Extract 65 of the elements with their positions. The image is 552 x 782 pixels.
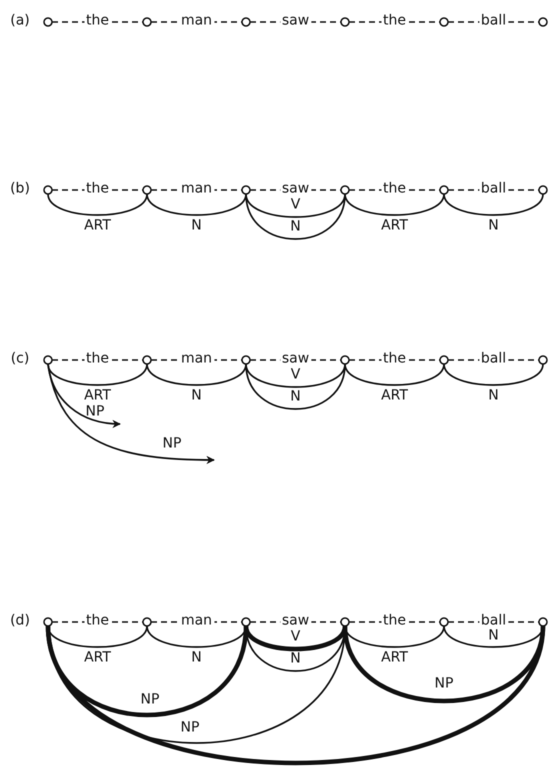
category-label: N: [191, 388, 202, 404]
category-label: N: [488, 628, 499, 644]
arc: [146, 364, 247, 386]
vertex-circle: [142, 185, 152, 195]
category-label: NP: [162, 436, 182, 452]
vertex-circle: [340, 355, 350, 365]
category-label: N: [191, 650, 202, 666]
category-label: ART: [381, 388, 408, 404]
vertex-circle: [439, 17, 449, 27]
vertex-circle: [43, 355, 53, 365]
vertex-circle: [241, 355, 251, 365]
vertex-circle: [538, 17, 548, 27]
vertex-circle: [538, 185, 548, 195]
panel-label: (a): [10, 14, 30, 28]
arc: [443, 364, 544, 386]
category-label: ART: [84, 218, 111, 234]
category-label: NP: [86, 404, 104, 420]
category-label: N: [290, 390, 301, 404]
category-label: NP: [140, 692, 160, 708]
vertex-circle: [241, 185, 251, 195]
arc: [245, 364, 346, 410]
vertex-circle: [439, 617, 449, 627]
vertex-circle: [439, 355, 449, 365]
vertex-circle: [43, 17, 53, 27]
category-label: ART: [381, 650, 408, 666]
category-label: V: [290, 198, 300, 212]
arc: [47, 194, 148, 216]
category-label: NP: [434, 676, 454, 692]
vertex-circle: [142, 17, 152, 27]
vertex-circle: [538, 355, 548, 365]
category-label: V: [290, 368, 300, 382]
arc: [443, 194, 544, 216]
category-label: N: [488, 388, 499, 404]
vertex-circle: [142, 355, 152, 365]
category-label: ART: [84, 650, 111, 666]
arc: [344, 364, 445, 386]
vertex-circle: [241, 617, 251, 627]
arc: [46, 625, 546, 766]
vertex-circle: [439, 185, 449, 195]
panel-label: (d): [10, 614, 30, 628]
vertex-circle: [538, 617, 548, 627]
vertex-circle: [43, 185, 53, 195]
category-label: N: [290, 220, 301, 234]
category-label: N: [191, 218, 202, 234]
arrow: [47, 364, 121, 428]
category-label: NP: [180, 720, 200, 736]
arc: [146, 194, 247, 216]
vertex-circle: [43, 617, 53, 627]
vertex-circle: [340, 17, 350, 27]
category-label: ART: [381, 218, 408, 234]
vertex-circle: [142, 617, 152, 627]
category-label: N: [290, 652, 301, 666]
vertex-circle: [340, 617, 350, 627]
category-label: V: [290, 630, 300, 644]
vertex-circle: [241, 17, 251, 27]
panel-label: (c): [10, 352, 30, 366]
arrow: [47, 364, 215, 464]
arc: [47, 364, 148, 386]
arc: [46, 626, 248, 718]
panel-label: (b): [10, 182, 30, 196]
arc: [245, 194, 346, 240]
vertex-circle: [340, 185, 350, 195]
arc: [344, 194, 445, 216]
category-label: N: [488, 218, 499, 234]
category-label: ART: [84, 388, 111, 404]
